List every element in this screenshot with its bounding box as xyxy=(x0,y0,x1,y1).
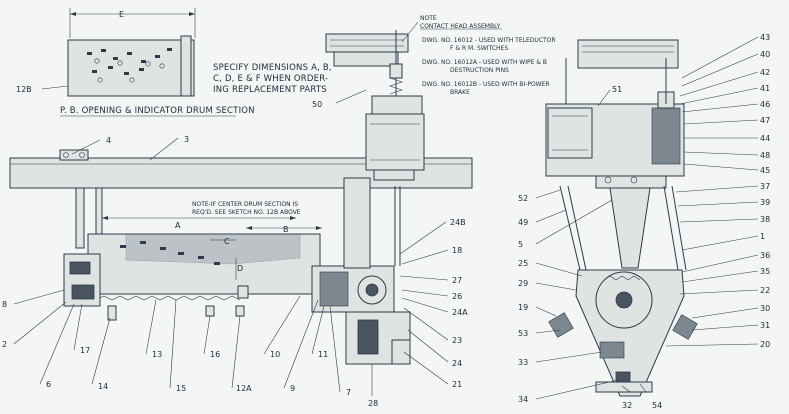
callout-7: 7 xyxy=(346,388,351,397)
callout-46: 46 xyxy=(760,100,770,109)
drum-section-assembly: A B C D NOTE-IF CENTER DRUM SECTION IS R… xyxy=(9,149,473,365)
contact-note-subtitle: CONTACT HEAD ASSEMBLY xyxy=(420,23,501,30)
center-note-line-2: REQ'D. SEE SKETCH NO. 12B ABOVE xyxy=(192,209,301,216)
callout-49: 49 xyxy=(518,218,528,227)
callout-9: 9 xyxy=(290,384,295,393)
callout-31: 31 xyxy=(760,321,770,330)
callout-40: 40 xyxy=(760,50,770,59)
callout-48: 48 xyxy=(760,151,770,160)
callout-45: 45 xyxy=(760,166,770,175)
callout-17: 17 xyxy=(80,346,90,355)
contact-note-line-1: DWG. NO. 16012 - USED WITH TELEDUCTOR xyxy=(422,37,556,44)
callout-5: 5 xyxy=(518,240,523,249)
callout-53: 53 xyxy=(518,329,528,338)
callout-52: 52 xyxy=(518,194,528,203)
callout-27: 27 xyxy=(452,276,462,285)
callout-15: 15 xyxy=(176,384,186,393)
callout-14: 14 xyxy=(98,382,108,391)
specify-note-line-2: C, D, E & F WHEN ORDER- xyxy=(213,74,328,84)
callout-30: 30 xyxy=(760,304,770,313)
dim-a-label: A xyxy=(175,221,181,230)
callout-3: 3 xyxy=(184,135,189,144)
callout-36: 36 xyxy=(760,251,770,260)
left-callouts: 4 3 8 2 17 6 14 13 15 16 12A 10 9 11 7 2… xyxy=(2,135,468,408)
specify-note-line-1: SPECIFY DIMENSIONS A, B, xyxy=(213,63,332,73)
callout-4: 4 xyxy=(106,136,111,145)
contact-note-line-4: DESTRUCTION PINS xyxy=(450,67,509,74)
end-view-assembly xyxy=(545,39,698,397)
right-callouts: 51 43 40 42 41 46 47 44 48 45 37 39 38 1… xyxy=(518,33,770,410)
callout-12a: 12A xyxy=(236,384,252,393)
callout-35: 35 xyxy=(760,267,770,276)
callout-19: 19 xyxy=(518,303,528,312)
callout-12b: 12B xyxy=(16,85,32,94)
center-note-line-1: NOTE-IF CENTER DRUM SECTION IS xyxy=(192,201,298,208)
contact-note-line-2: F & R M. SWITCHES xyxy=(450,45,508,52)
callout-39: 39 xyxy=(760,198,770,207)
callout-13: 13 xyxy=(152,350,162,359)
callout-42: 42 xyxy=(760,68,770,77)
callout-43: 43 xyxy=(760,33,770,42)
callout-50: 50 xyxy=(312,100,322,109)
callout-47: 47 xyxy=(760,116,770,125)
callout-32: 32 xyxy=(622,401,632,410)
callout-10: 10 xyxy=(270,350,280,359)
contact-note-line-3: DWG. NO. 16012A - USED WITH WIPE & B xyxy=(422,59,547,66)
dim-c-label: C xyxy=(224,237,230,246)
contact-note-line-5: DWG. NO. 16012B - USED WITH BI-POWER xyxy=(422,81,550,88)
callout-51: 51 xyxy=(612,85,622,94)
callout-22: 22 xyxy=(760,286,770,295)
dim-b-label: B xyxy=(283,225,289,234)
callout-24: 24 xyxy=(452,359,462,368)
callout-34: 34 xyxy=(518,395,528,404)
callout-38: 38 xyxy=(760,215,770,224)
callout-26: 26 xyxy=(452,292,462,301)
section-title: P. B. OPENING & INDICATOR DRUM SECTION xyxy=(60,106,255,116)
callout-29: 29 xyxy=(518,279,528,288)
dim-e-label: E xyxy=(119,10,124,19)
callout-44: 44 xyxy=(760,134,770,143)
callout-1: 1 xyxy=(760,232,765,241)
specify-note-line-3: ING REPLACEMENT PARTS xyxy=(213,85,327,95)
contact-head-note: NOTE CONTACT HEAD ASSEMBLY DWG. NO. 1601… xyxy=(401,15,556,96)
callout-21: 21 xyxy=(452,380,462,389)
callout-37: 37 xyxy=(760,182,770,191)
callout-6: 6 xyxy=(46,380,51,389)
contact-note-title: NOTE xyxy=(420,15,437,22)
callout-8: 8 xyxy=(2,300,7,309)
callout-18: 18 xyxy=(452,246,462,255)
callout-20: 20 xyxy=(760,340,770,349)
callout-28: 28 xyxy=(368,399,378,408)
callout-33: 33 xyxy=(518,358,528,367)
dim-d-label: D xyxy=(237,264,243,273)
part-12b-sketch: E 12B xyxy=(16,8,196,97)
callout-25: 25 xyxy=(518,259,528,268)
callout-54: 54 xyxy=(652,401,662,410)
callout-24a: 24A xyxy=(452,308,468,317)
callout-2: 2 xyxy=(2,340,7,349)
callout-41: 41 xyxy=(760,84,770,93)
callout-11: 11 xyxy=(318,350,328,359)
callout-23: 23 xyxy=(452,336,462,345)
contact-note-line-6: BRAKE xyxy=(450,89,470,96)
contact-head-assembly: 50 xyxy=(312,30,425,181)
callout-16: 16 xyxy=(210,350,220,359)
callout-24b: 24B xyxy=(450,218,466,227)
